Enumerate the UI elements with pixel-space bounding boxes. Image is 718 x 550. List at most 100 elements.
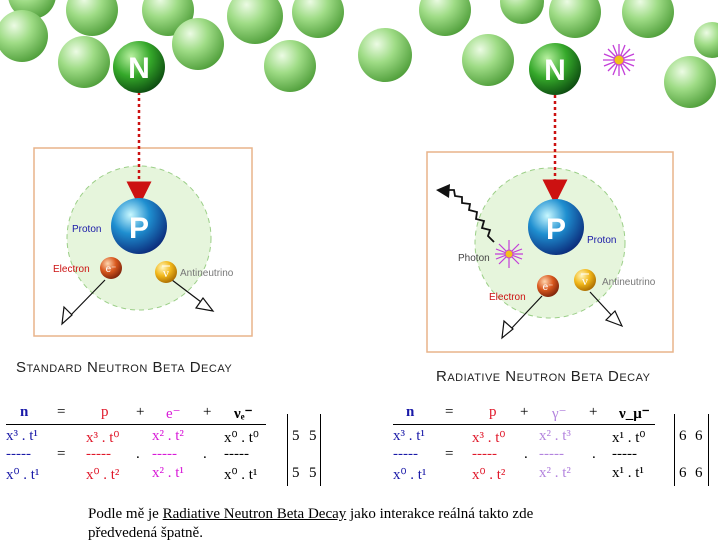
left-eq-a2: x³ . t⁰	[86, 430, 120, 446]
right-photon-wave	[448, 189, 495, 243]
left-eq-a1: x³ . t¹	[6, 428, 38, 444]
right-photon-icon	[495, 240, 523, 268]
right-photon-label: Photon	[458, 253, 490, 264]
right-eq-b3: x² . t²	[539, 465, 571, 481]
left-eq-dot1: .	[136, 446, 140, 462]
left-eq-n: n	[20, 404, 29, 420]
right-antineutrino-label: Antineutrino	[602, 277, 656, 288]
left-proton-symbol: P	[129, 212, 149, 245]
comment-pre: Podle mě je	[88, 506, 163, 522]
left-title: Standard Neutron Beta Decay	[16, 359, 233, 376]
sphere	[419, 0, 471, 36]
left-eq-rule	[6, 424, 266, 425]
right-eq-equals: =	[445, 404, 454, 420]
left-electron-label: Electron	[53, 264, 90, 275]
left-eq-d2: -----	[86, 446, 111, 462]
right-eq-dot2: .	[592, 446, 596, 462]
left-eq-d3: -----	[152, 446, 177, 462]
sphere	[462, 34, 514, 86]
sphere	[292, 0, 344, 38]
right-electron-label: Electron	[489, 292, 526, 303]
right-neutron	[529, 43, 581, 95]
left-neutron-symbol: N	[128, 52, 150, 85]
right-eq-equals2: =	[445, 446, 454, 462]
left-electron-path	[67, 279, 106, 319]
right-proton-label: Proton	[587, 235, 616, 246]
right-eq-b1: x⁰ . t¹	[393, 467, 427, 483]
sphere	[227, 0, 283, 44]
left-antineutrino	[155, 261, 177, 283]
right-electron-symbol: e⁻	[543, 282, 554, 293]
left-eq-plus2: +	[203, 404, 212, 420]
left-neutron	[113, 41, 165, 93]
right-eq-a4: x¹ . t⁰	[612, 430, 646, 446]
right-eq-a2: x³ . t⁰	[472, 430, 506, 446]
sphere	[66, 0, 118, 36]
right-eq-d2: -----	[472, 446, 497, 462]
left-antineutrino-path	[171, 279, 206, 306]
right-eq-p: p	[489, 404, 497, 420]
right-title: Radiative Neutron Beta Decay	[436, 368, 651, 385]
sphere	[172, 18, 224, 70]
right-eq-r1b: 6	[695, 428, 703, 444]
sphere	[694, 22, 718, 58]
left-proton-label: Proton	[72, 224, 101, 235]
sphere	[622, 0, 674, 38]
right-electron	[537, 275, 559, 297]
left-eq-bar-l	[287, 414, 288, 486]
left-nu-symbol: ν	[163, 265, 169, 280]
left-eq-b1: x⁰ . t¹	[6, 467, 40, 483]
right-electron-arrowhead	[501, 319, 514, 340]
left-antineutrino-label: Antineutrino	[180, 268, 234, 279]
background-spheres	[0, 0, 718, 108]
right-proton-symbol: P	[546, 213, 566, 246]
left-eq-r2a: 5	[292, 465, 300, 481]
right-eq-b4: x¹ . t¹	[612, 465, 644, 481]
left-panel: N P Proton e⁻ Electron ν Antineutrino	[33, 41, 253, 337]
comment-line2: předvedená špatně.	[88, 525, 203, 541]
left-eq-r1a: 5	[292, 428, 300, 444]
right-eq-r1a: 6	[679, 428, 687, 444]
right-eq-a3: x² . t³	[539, 428, 571, 444]
right-photon-arrowhead	[436, 184, 450, 198]
right-panel: N P Proton	[426, 43, 674, 353]
left-eq-p: p	[101, 404, 109, 420]
right-antineutrino-arrowhead	[604, 309, 624, 328]
photon-icon	[603, 44, 635, 76]
right-eq-a1: x³ . t¹	[393, 428, 425, 444]
right-proton	[528, 199, 584, 255]
left-electron-arrowhead	[61, 305, 73, 326]
sphere	[500, 0, 544, 24]
left-eq-dot2: .	[203, 446, 207, 462]
right-eq-r2a: 6	[679, 465, 687, 481]
right-eq-rule	[393, 424, 655, 425]
sphere	[264, 40, 316, 92]
right-eq-bar-r	[708, 414, 709, 486]
left-eq-nu: νₑ⁻	[234, 406, 253, 422]
right-electron-path	[509, 295, 543, 331]
right-eq-plus1: +	[520, 404, 529, 420]
right-eq-dot1: .	[524, 446, 528, 462]
comment-text: Podle mě je Radiative Neutron Beta Decay…	[88, 505, 648, 543]
right-antineutrino-path	[589, 291, 615, 319]
right-eq-d3: -----	[539, 446, 564, 462]
left-eq-bar-r	[320, 414, 321, 486]
left-eq-d4: -----	[224, 446, 249, 462]
left-eq-e: e⁻	[166, 406, 181, 422]
left-eq-b3: x² . t¹	[152, 465, 184, 481]
left-eq-b2: x⁰ . t²	[86, 467, 120, 483]
left-proton	[111, 198, 167, 254]
left-eq-r1b: 5	[309, 428, 317, 444]
left-eq-a3: x² . t²	[152, 428, 184, 444]
right-eq-plus2: +	[589, 404, 598, 420]
left-eq-b4: x⁰ . t¹	[224, 467, 258, 483]
sphere	[358, 28, 412, 82]
right-neutron-symbol: N	[544, 54, 566, 87]
sphere	[664, 56, 716, 108]
right-eq-g: γ⁻	[552, 406, 567, 422]
left-eq-equals: =	[57, 404, 66, 420]
sphere	[549, 0, 601, 38]
right-eq-bar-l	[674, 414, 675, 486]
right-eq-n: n	[406, 404, 415, 420]
right-eq-d4: -----	[612, 446, 637, 462]
